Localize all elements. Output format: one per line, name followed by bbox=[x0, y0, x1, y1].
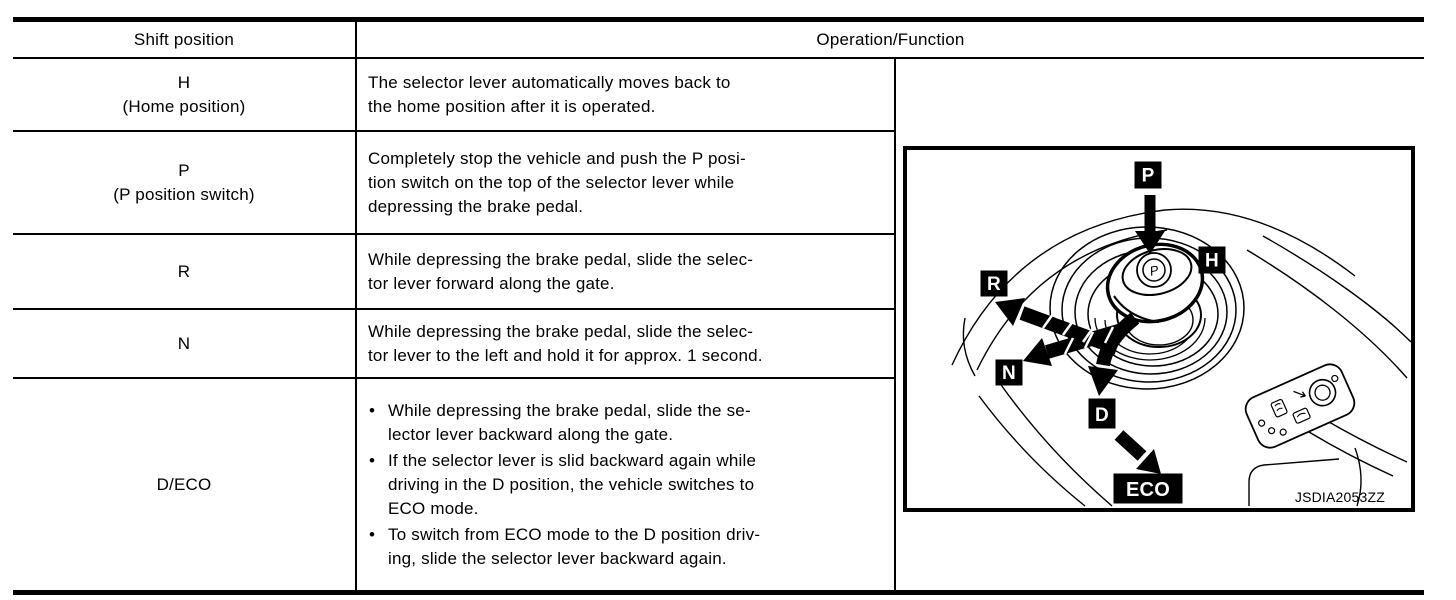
bullet-item: • To switch from ECO mode to the D posit… bbox=[369, 523, 893, 571]
gate-hatch bbox=[1041, 313, 1115, 355]
table-rule-bottom bbox=[13, 590, 1424, 595]
operation-cell-r: While depressing the brake pedal, slide … bbox=[368, 249, 754, 293]
knob-p-letter: P bbox=[1148, 262, 1160, 279]
operation-cell-p: Completely stop the vehicle and push the… bbox=[368, 148, 746, 216]
shifter-figure: P P bbox=[903, 146, 1415, 512]
label-d: D bbox=[1095, 405, 1109, 426]
operation-cell-n: While depressing the brake pedal, slide … bbox=[368, 321, 763, 365]
table-rule-row2 bbox=[13, 233, 896, 235]
position-cell-deco: D/ECO bbox=[156, 474, 212, 494]
label-eco: ECO bbox=[1126, 479, 1170, 501]
bullet-marker: • bbox=[369, 450, 376, 470]
bullet-marker: • bbox=[369, 400, 376, 420]
table-divider-col2 bbox=[894, 57, 896, 595]
operation-cell-deco: • While depressing the brake pedal, slid… bbox=[369, 379, 893, 590]
position-cell-n: N bbox=[177, 333, 191, 353]
table-rule-header-bottom bbox=[13, 57, 1424, 59]
header-shift-position: Shift position bbox=[133, 29, 235, 49]
shifter-illustration: P P bbox=[951, 161, 1411, 507]
table-rule-row1 bbox=[13, 130, 896, 132]
position-cell-p: P (P position switch) bbox=[113, 160, 255, 204]
label-n: N bbox=[1002, 363, 1016, 384]
bullet-text: If the selector lever is slid backward a… bbox=[388, 450, 757, 518]
label-r: R bbox=[987, 274, 1001, 295]
table-divider-col1 bbox=[355, 17, 357, 595]
bullet-item: • If the selector lever is slid backward… bbox=[369, 449, 893, 521]
table-rule-top bbox=[13, 17, 1424, 22]
shift-label-chips: P H R N D ECO bbox=[980, 161, 1226, 504]
bullet-text: To switch from ECO mode to the D positio… bbox=[388, 524, 761, 568]
label-p: P bbox=[1142, 166, 1155, 187]
figure-code: JSDIA2053ZZ bbox=[1295, 489, 1385, 505]
console-control-panel bbox=[1244, 363, 1356, 449]
bullet-marker: • bbox=[369, 524, 376, 544]
bullet-text: While depressing the brake pedal, slide … bbox=[388, 400, 751, 444]
table-rule-row4 bbox=[13, 377, 896, 379]
operation-cell-h: The selector lever automatically moves b… bbox=[368, 72, 731, 116]
position-cell-r: R bbox=[177, 261, 191, 281]
position-cell-h: H (Home position) bbox=[122, 72, 246, 116]
bullet-item: • While depressing the brake pedal, slid… bbox=[369, 399, 893, 447]
header-operation-function: Operation/Function bbox=[816, 29, 965, 49]
label-h: H bbox=[1205, 251, 1219, 272]
table-rule-row3 bbox=[13, 308, 896, 310]
